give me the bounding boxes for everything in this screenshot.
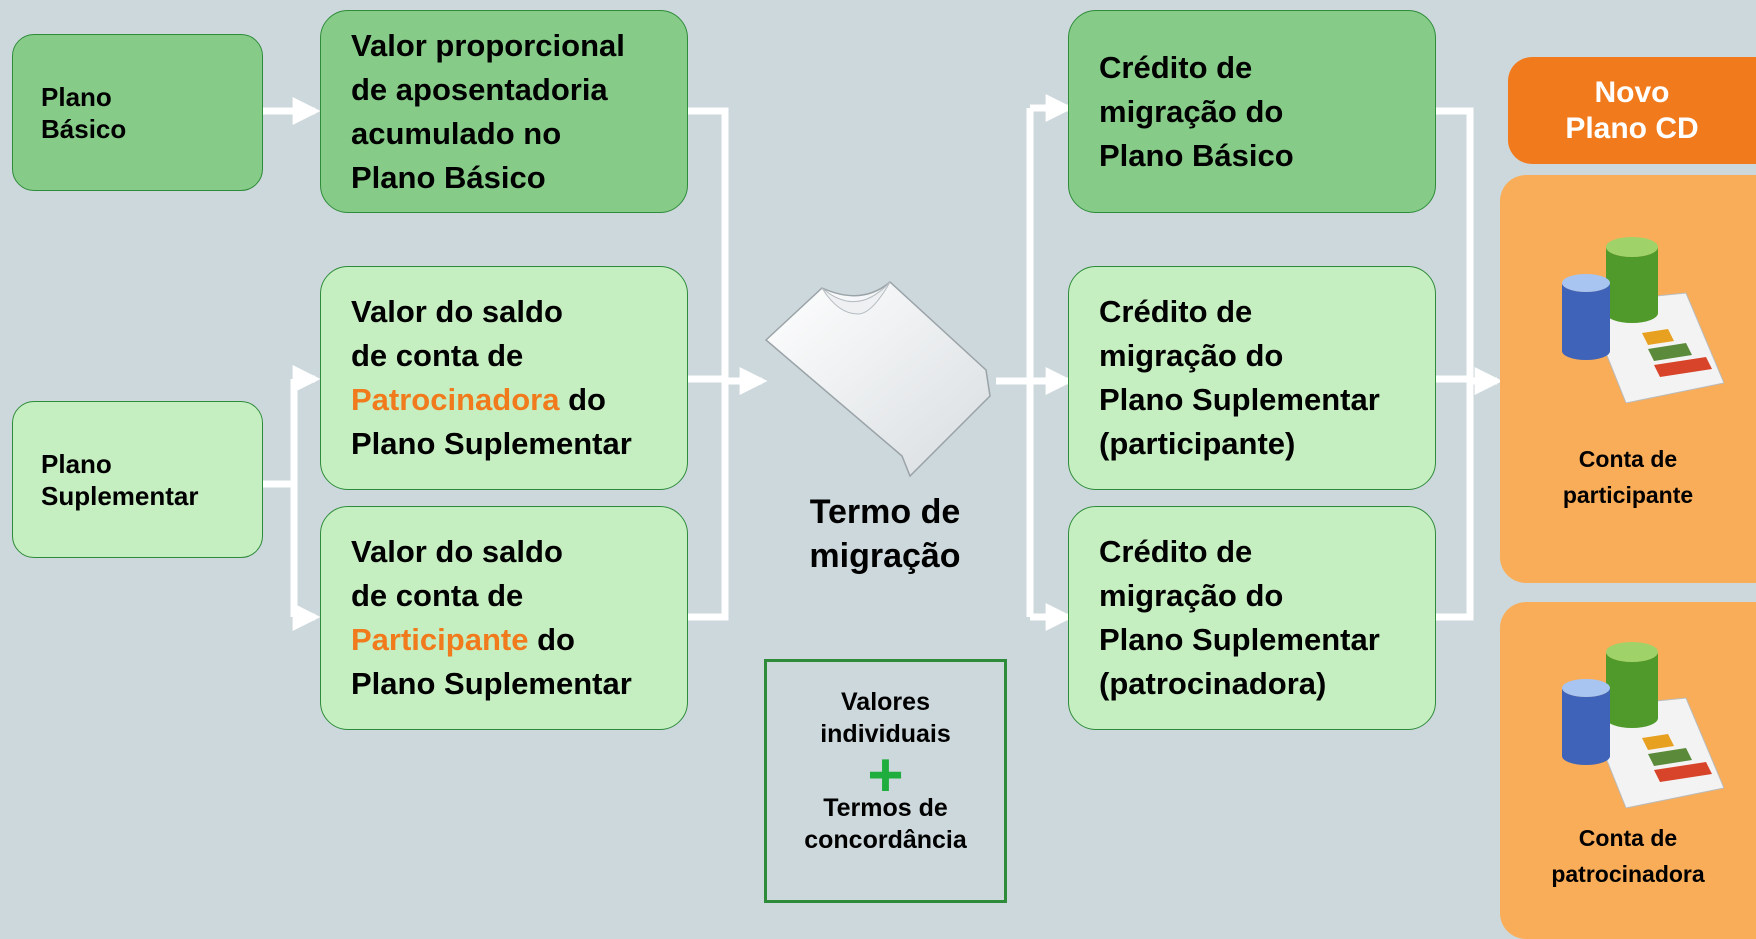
plano-basico-line1: Plano xyxy=(41,81,112,112)
credito-participante-line1: Crédito de xyxy=(1099,294,1253,329)
credito-basico-line2: migração do xyxy=(1099,93,1284,129)
patrocinadora-highlight: Patrocinadora xyxy=(351,382,560,417)
conta-patrocinadora-panel: Conta de patrocinadora xyxy=(1500,602,1756,939)
novo-plano-header: Novo Plano CD xyxy=(1508,57,1756,164)
termo-line2: migração xyxy=(809,537,961,575)
credito-patrocinadora-line2: migração do xyxy=(1099,578,1284,613)
conta-participante-line2: participante xyxy=(1562,482,1694,508)
conta-patrocinadora-label: Conta de patrocinadora xyxy=(1500,820,1756,892)
bracket-credits-join xyxy=(1435,107,1474,621)
valor-proporcional-box: Valor proporcional de aposentadoria acum… xyxy=(320,10,688,213)
proporcional-line1: Valor proporcional xyxy=(351,27,625,63)
conta-participante-label: Conta de participante xyxy=(1500,441,1756,513)
conta-participante-line1: Conta de xyxy=(1578,446,1678,472)
plano-basico-line2: Básico xyxy=(41,113,127,144)
document-icon xyxy=(764,280,991,478)
credito-patrocinadora-line3: Plano Suplementar xyxy=(1099,622,1380,657)
bracket-suplementar-split xyxy=(262,375,312,621)
bracket-values-join xyxy=(687,107,729,621)
proporcional-line4: Plano Básico xyxy=(351,159,546,195)
plus-icon: + xyxy=(867,741,904,810)
plano-suplementar-box: Plano Suplementar xyxy=(12,401,263,558)
termo-de-migracao-label: Termo de migração xyxy=(770,490,1000,578)
legend-bottom-line1: Termos de xyxy=(823,794,948,822)
patrocinadora-suffix: do xyxy=(559,382,606,417)
legend-top-line1: Valores xyxy=(841,688,930,716)
patrocinadora-line4: Plano Suplementar xyxy=(351,426,632,461)
credito-participante-line2: migração do xyxy=(1099,338,1284,373)
conta-patrocinadora-line1: Conta de xyxy=(1578,825,1678,851)
legend-top-line2: individuais xyxy=(820,720,951,748)
plano-suplementar-line2: Suplementar xyxy=(41,480,199,511)
participante-suffix: do xyxy=(528,622,575,657)
credito-participante-line3: Plano Suplementar xyxy=(1099,382,1380,417)
plano-suplementar-line1: Plano xyxy=(41,448,112,479)
saldo-participante-box: Valor do saldo de conta de Participante … xyxy=(320,506,688,730)
novo-plano-line1: Novo xyxy=(1594,75,1670,109)
database-chart-icon xyxy=(1562,642,1724,808)
participante-line2: de conta de xyxy=(351,578,524,613)
participante-line1: Valor do saldo xyxy=(351,534,563,569)
participante-line4: Plano Suplementar xyxy=(351,666,632,701)
legend-box: Valores individuais + Termos de concordâ… xyxy=(764,659,1007,903)
credito-basico-line3: Plano Básico xyxy=(1099,137,1294,173)
credito-patrocinadora-line4: (patrocinadora) xyxy=(1099,666,1327,701)
patrocinadora-line1: Valor do saldo xyxy=(351,294,563,329)
credito-patrocinadora-box: Crédito de migração do Plano Suplementar… xyxy=(1068,506,1436,730)
participante-highlight: Participante xyxy=(351,622,529,657)
plano-basico-box: Plano Básico xyxy=(12,34,263,191)
credito-patrocinadora-line1: Crédito de xyxy=(1099,534,1253,569)
legend-bottom-line2: concordância xyxy=(804,826,967,854)
novo-plano-line2: Plano CD xyxy=(1565,111,1699,145)
proporcional-line3: acumulado no xyxy=(351,115,562,151)
participante-line3: Participante do xyxy=(351,618,687,662)
conta-patrocinadora-line2: patrocinadora xyxy=(1551,861,1705,887)
database-chart-icon xyxy=(1562,237,1724,403)
conta-participante-panel: Conta de participante xyxy=(1500,175,1756,583)
patrocinadora-line3: Patrocinadora do xyxy=(351,378,687,422)
credito-basico-box: Crédito de migração do Plano Básico xyxy=(1068,10,1436,213)
legend-top: Valores individuais xyxy=(767,686,1004,750)
saldo-patrocinadora-box: Valor do saldo de conta de Patrocinadora… xyxy=(320,266,688,490)
legend-bottom: Termos de concordância xyxy=(767,792,1004,856)
credito-participante-box: Crédito de migração do Plano Suplementar… xyxy=(1068,266,1436,490)
proporcional-line2: de aposentadoria xyxy=(351,71,608,107)
credito-basico-line1: Crédito de xyxy=(1099,49,1253,85)
credito-participante-line4: (participante) xyxy=(1099,426,1296,461)
patrocinadora-line2: de conta de xyxy=(351,338,524,373)
termo-line1: Termo de xyxy=(809,493,961,531)
